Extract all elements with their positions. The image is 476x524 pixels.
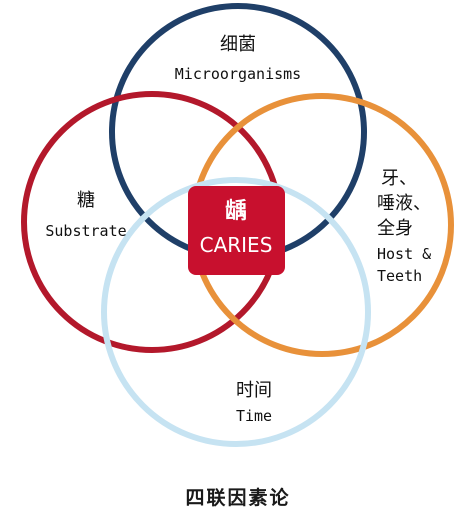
microorganisms-label-cn: 细菌 xyxy=(220,34,256,55)
caries-center-box xyxy=(188,186,285,275)
caries-label-en: CARIES xyxy=(200,233,273,257)
caries-label-cn: 龋 xyxy=(225,198,247,224)
substrate-label-cn: 糖 xyxy=(77,190,95,211)
diagram-caption: 四联因素论 xyxy=(185,486,290,509)
time-label-en: Time xyxy=(236,407,272,425)
host-label-cn-line-3: 全身 xyxy=(377,218,413,239)
time-label-cn: 时间 xyxy=(236,380,272,401)
host-label-en-line-2: Teeth xyxy=(377,267,422,285)
host-label-cn-line-2: 唾液、 xyxy=(377,193,431,214)
time-circle xyxy=(101,177,371,447)
substrate-label-en: Substrate xyxy=(45,222,126,240)
host-label-en-line-1: Host & xyxy=(377,245,431,263)
host-label-cn-line-1: 牙、 xyxy=(381,168,417,189)
microorganisms-label-en: Microorganisms xyxy=(175,65,301,83)
